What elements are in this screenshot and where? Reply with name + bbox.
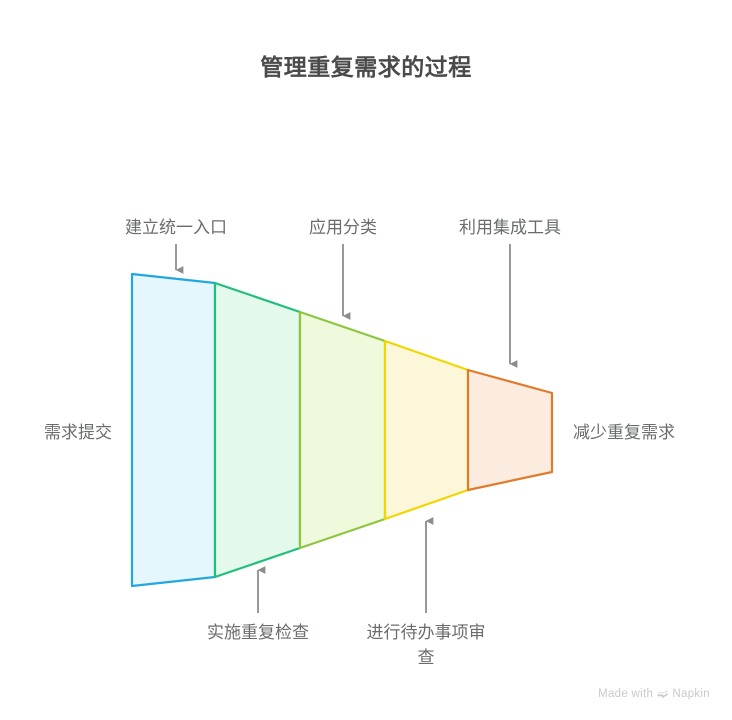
stage-label-4: 进行待办事项审 查: [366, 623, 486, 667]
napkin-leaf-icon: ➫: [657, 686, 669, 701]
watermark-made-with-label: Made with: [598, 687, 654, 700]
watermark-brand-label: Napkin: [672, 687, 710, 700]
funnel-segment-3: [298, 310, 387, 550]
funnel-output-label: 减少重复需求: [573, 423, 675, 442]
funnel-segment-4: [383, 339, 470, 521]
stage-label-3: 应用分类: [309, 218, 377, 237]
stage-label-2: 实施重复检查: [207, 623, 309, 642]
funnel-segment-1: [130, 272, 217, 588]
stage-label-1: 建立统一入口: [125, 218, 227, 237]
funnel-segment-5: [466, 368, 554, 492]
stage-label-5: 利用集成工具: [459, 218, 561, 237]
funnel-segment-2: [213, 281, 302, 579]
napkin-watermark: Made with ➫ Napkin: [598, 687, 710, 700]
page-title: 管理重复需求的过程: [260, 54, 472, 80]
funnel-input-label: 需求提交: [44, 423, 112, 442]
